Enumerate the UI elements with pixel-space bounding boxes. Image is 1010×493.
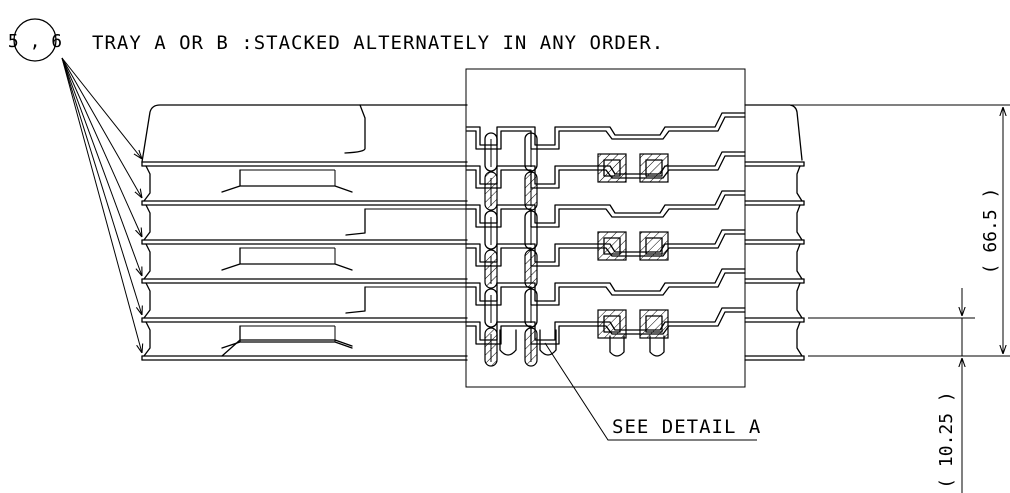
section-socket <box>597 309 627 339</box>
section-frame <box>465 68 746 388</box>
tray-pocket-profile <box>221 247 353 271</box>
section-skin <box>466 112 746 146</box>
section-skin-inner <box>466 272 746 306</box>
section-post <box>484 288 498 328</box>
stacking-note: TRAY A OR B :STACKED ALTERNATELY IN ANY … <box>92 32 664 54</box>
section-skin-inner <box>466 116 746 150</box>
tray-side-wall <box>143 282 151 319</box>
section-socket <box>639 309 669 339</box>
bottom-tray-pocket <box>221 339 353 357</box>
dimension-10-25: ( 10.25 ) <box>808 288 975 493</box>
tray-side-wall <box>143 243 151 280</box>
dimension-66-5: ( 66.5 ) <box>745 104 1010 357</box>
right-side-wall <box>796 243 803 280</box>
leader-line <box>61 57 142 315</box>
dimension-text-66-5: ( 66.5 ) <box>980 188 1001 275</box>
right-side-wall <box>796 204 803 241</box>
section-skin <box>466 190 746 224</box>
right-side-wall <box>796 321 803 357</box>
leader-line <box>61 57 142 276</box>
section-socket-core <box>645 237 663 255</box>
section-skin-inner <box>466 194 746 228</box>
section-post <box>484 210 498 250</box>
leader-line <box>61 57 142 237</box>
section-skin <box>466 268 746 302</box>
tray-flanges <box>744 104 805 361</box>
section-socket-core <box>645 315 663 333</box>
section-socket-core <box>603 315 621 333</box>
detail-leader-line <box>544 342 757 441</box>
tray-side-wall <box>143 165 151 202</box>
balloon-circle <box>13 18 57 62</box>
section-socket-core <box>603 159 621 177</box>
section-socket-core <box>603 237 621 255</box>
section-post <box>484 132 498 172</box>
section-socket-core <box>645 159 663 177</box>
tray-recess-profile <box>345 208 366 236</box>
section-profile <box>466 112 746 367</box>
section-socket <box>597 153 627 183</box>
top-tray-wall <box>141 104 468 163</box>
section-socket <box>639 231 669 261</box>
leader-line <box>61 57 142 159</box>
tray-side-wall <box>143 321 151 357</box>
detail-leader: SEE DETAIL A <box>544 342 761 441</box>
tray-pocket-profile <box>221 325 353 349</box>
right-side-wall <box>796 165 803 202</box>
section-foot-small <box>609 335 625 357</box>
item-balloon: 5 , 6 <box>8 18 62 62</box>
leader-line <box>61 57 142 198</box>
top-tray-pocket <box>344 104 366 154</box>
section-foot <box>539 329 557 356</box>
section-socket <box>639 153 669 183</box>
tray-stack <box>141 104 468 361</box>
tray-pocket-profile <box>221 169 353 193</box>
leader-line <box>61 57 142 353</box>
dimension-text-10-25: ( 10.25 ) <box>936 391 957 489</box>
section-window <box>465 68 746 388</box>
detail-label: SEE DETAIL A <box>612 416 761 438</box>
tray-side-wall <box>143 204 151 241</box>
right-tray-wall <box>744 104 803 161</box>
balloon-label: 5 , 6 <box>8 31 62 52</box>
section-socket <box>597 231 627 261</box>
right-side-wall <box>796 282 803 319</box>
section-foot-small <box>649 335 665 357</box>
tray-recess-profile <box>345 286 366 314</box>
leader-lines <box>61 57 142 353</box>
section-foot <box>499 329 517 356</box>
